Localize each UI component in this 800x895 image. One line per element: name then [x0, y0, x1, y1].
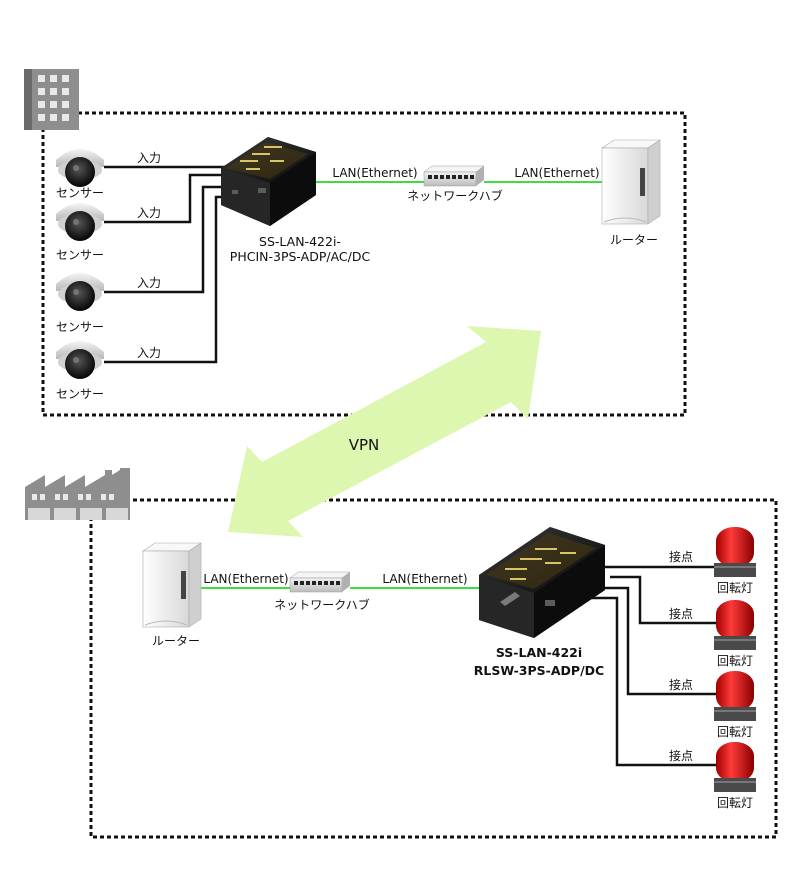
dome-camera-icon: [56, 273, 104, 311]
rotating-lamp-icon: [714, 527, 756, 577]
sensor-label: センサー: [56, 320, 104, 334]
converter-device-icon: [479, 527, 605, 638]
contact-label: 接点: [669, 549, 693, 564]
lan-lines: [198, 181, 602, 589]
bottom-device-name-line2: RLSW-3PS-ADP/DC: [474, 663, 604, 678]
hub-label: ネットワークハブ: [407, 188, 502, 203]
hub-label: ネットワークハブ: [274, 597, 369, 612]
network-hub-icon: [289, 571, 351, 593]
top-device-name-line2: PHCIN-3PS-ADP/AC/DC: [230, 249, 371, 264]
factory-icon: [25, 468, 130, 520]
top-device-name-line1: SS-LAN-422i-: [259, 234, 341, 249]
converter-device-icon: [221, 137, 316, 226]
input-label: 入力: [137, 346, 161, 360]
lamp-label: 回転灯: [717, 725, 753, 739]
input-label: 入力: [137, 151, 161, 165]
rotating-lamp-icon: [714, 671, 756, 721]
lan-label: LAN(Ethernet): [332, 166, 417, 180]
network-hub-icon: [423, 165, 485, 187]
sensor-label: センサー: [56, 186, 104, 200]
lan-label: LAN(Ethernet): [514, 166, 599, 180]
vpn-label: VPN: [349, 436, 380, 454]
input-label: 入力: [137, 206, 161, 220]
sensor-label: センサー: [56, 387, 104, 401]
sensor-label: センサー: [56, 248, 104, 262]
vpn-arrow: [228, 326, 541, 537]
contact-label: 接点: [669, 748, 693, 763]
dome-camera-icon: [56, 149, 104, 187]
contact-wires: [590, 565, 716, 767]
top-site-border: [41, 111, 687, 417]
lan-label: LAN(Ethernet): [203, 572, 288, 586]
office-building-icon: [24, 69, 79, 130]
sensor-wires: [104, 165, 232, 364]
contact-label: 接点: [669, 677, 693, 692]
router-label: ルーター: [152, 634, 200, 648]
lamp-label: 回転灯: [717, 654, 753, 668]
router-label: ルーター: [610, 233, 658, 247]
bottom-device-name-line1: SS-LAN-422i: [496, 645, 582, 660]
dome-camera-icon: [56, 341, 104, 379]
input-label: 入力: [137, 276, 161, 290]
dome-camera-icon: [56, 203, 104, 241]
router-icon: [601, 139, 661, 225]
lamp-label: 回転灯: [717, 796, 753, 810]
lamp-label: 回転灯: [717, 581, 753, 595]
router-icon: [142, 542, 202, 628]
rotating-lamp-icon: [714, 600, 756, 650]
rotating-lamp-icon: [714, 742, 756, 792]
contact-label: 接点: [669, 606, 693, 621]
lan-label: LAN(Ethernet): [382, 572, 467, 586]
